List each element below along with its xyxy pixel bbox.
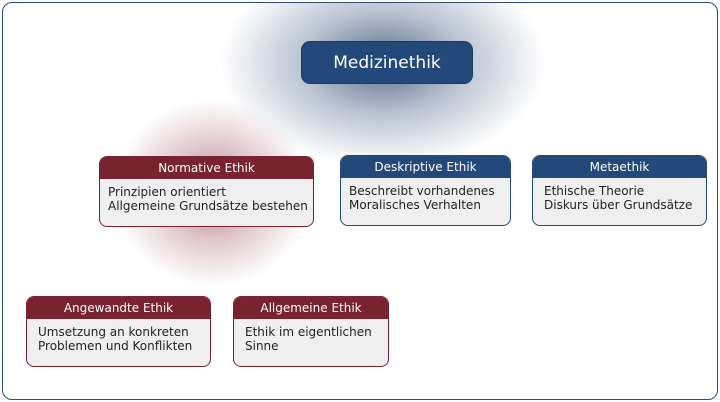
node-line: Problemen und Konflikten xyxy=(38,339,193,353)
node-line: Moralisches Verhalten xyxy=(349,198,481,212)
node-title: Normative Ethik xyxy=(100,157,313,179)
node-line: Umsetzung an konkreten xyxy=(38,325,189,339)
node-deskriptive-ethik: Deskriptive Ethik Beschreibt vorhandenes… xyxy=(340,155,511,226)
node-title: Allgemeine Ethik xyxy=(234,297,388,319)
node-line: Sinne xyxy=(245,339,279,353)
node-line: Diskurs über Grundsätze xyxy=(544,198,693,212)
root-node: Medizinethik xyxy=(301,41,473,84)
node-title: Angewandte Ethik xyxy=(27,297,210,319)
node-line: Prinzipien orientiert xyxy=(108,185,226,199)
node-line: Ethik im eigentlichen xyxy=(245,325,372,339)
node-title: Deskriptive Ethik xyxy=(341,156,510,178)
node-line: Beschreibt vorhandenes xyxy=(349,184,495,198)
node-title: Metaethik xyxy=(533,156,706,178)
root-label: Medizinethik xyxy=(333,52,441,73)
node-line: Allgemeine Grundsätze bestehen xyxy=(108,199,308,213)
node-line: Ethische Theorie xyxy=(544,184,645,198)
